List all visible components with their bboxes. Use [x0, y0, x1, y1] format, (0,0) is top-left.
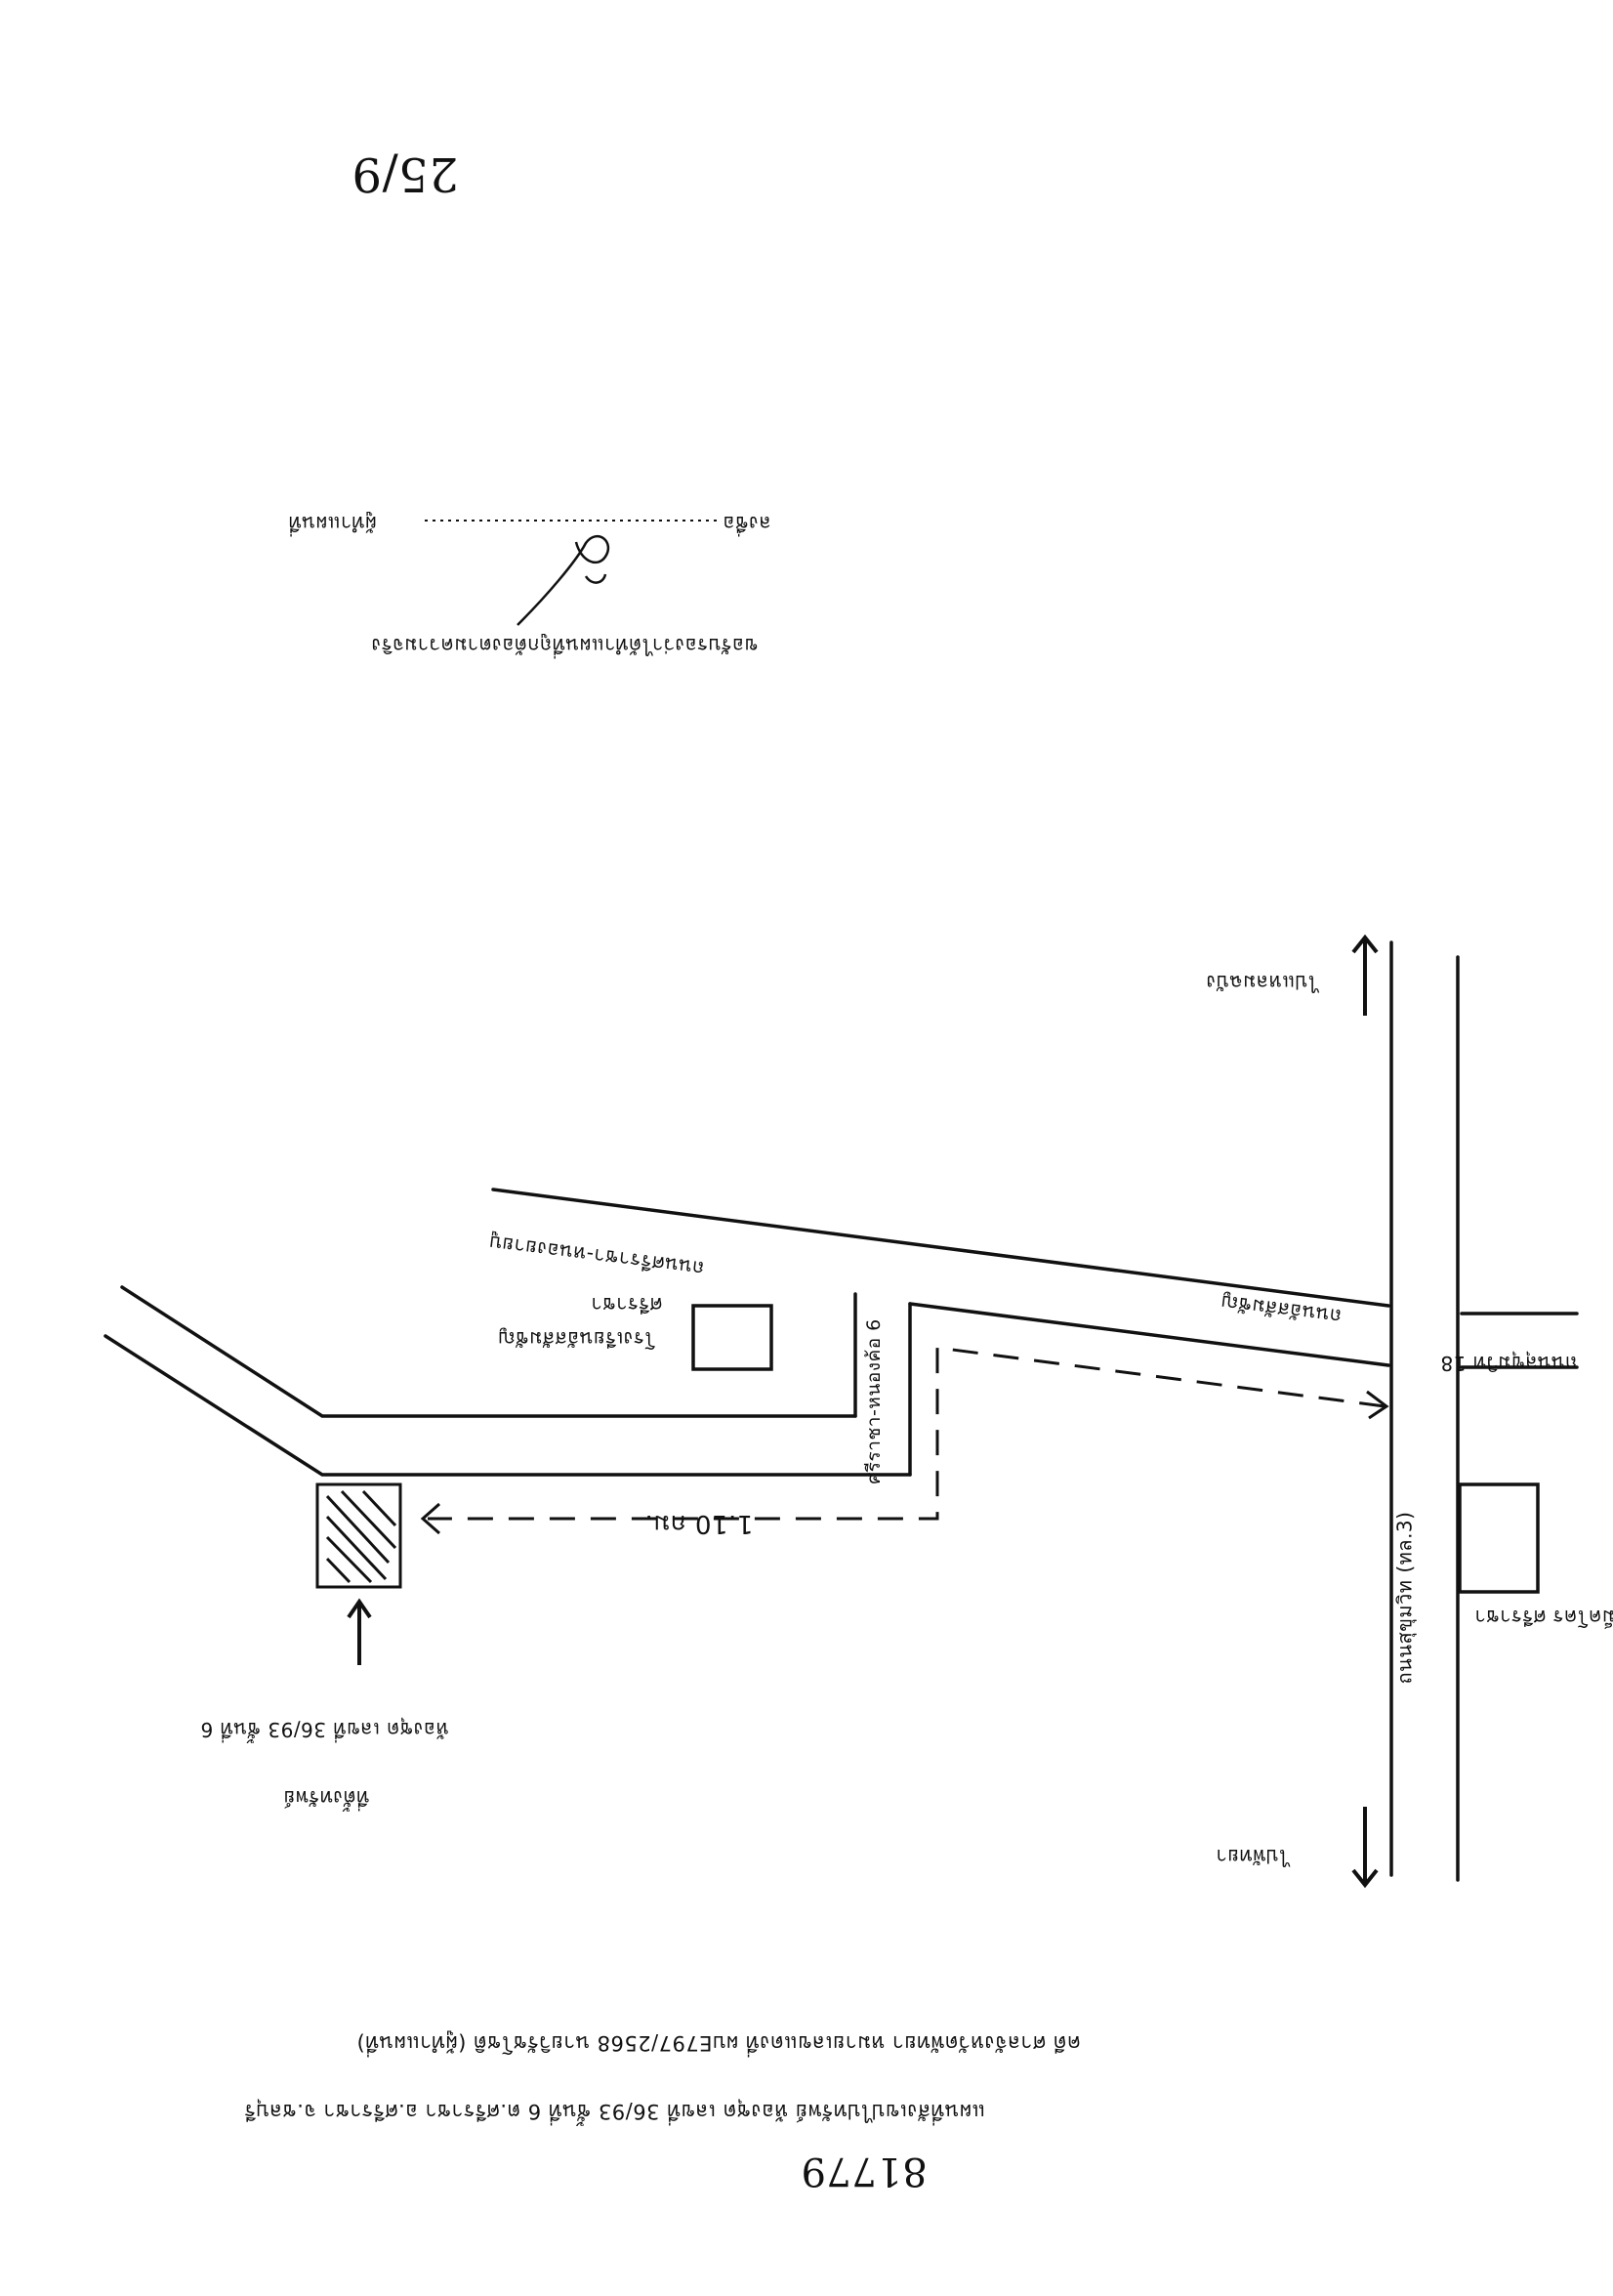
- doc-number-text: 81779: [801, 2149, 928, 2193]
- title-line-2-text: คดี ศาลจังหวัดพัทยา หมายเลขแดงที่ ผบE797…: [356, 2031, 1081, 2055]
- label-property-1: ห้องชุด เลขที่ 36/93 ชั้นที่ 6: [200, 1714, 449, 1745]
- label-market: แม็คโคร ศรีราชา: [1474, 1602, 1613, 1633]
- label-south-text: ไปพัทยา: [1216, 1845, 1290, 1868]
- hatch-line: [325, 1515, 388, 1581]
- label-north: ไปแหลมฉบัง: [1206, 967, 1318, 998]
- page-mark: 25/9: [352, 146, 459, 201]
- route-path: [428, 1346, 1386, 1521]
- access-road-top: [120, 1285, 857, 1418]
- label-road-18: ถนนสุขุมวิท 18: [1440, 1348, 1577, 1379]
- label-north-text: ไปแหลมฉบัง: [1206, 971, 1318, 994]
- arrow-north-head: [1351, 934, 1379, 954]
- label-market-text: แม็คโคร ศรีราชา: [1474, 1606, 1613, 1629]
- title-line-2: คดี ศาลจังหวัดพัทยา หมายเลขแดงที่ ผบE797…: [356, 2026, 1081, 2059]
- route-arrowhead-left: [420, 1502, 440, 1535]
- label-south: ไปพัทยา: [1216, 1841, 1289, 1872]
- label-property-1-text: ห้องชุด เลขที่ 36/93 ชั้นที่ 6: [200, 1718, 449, 1741]
- signature-label-role-text: ผู้ทำแผนที่: [288, 512, 377, 535]
- signature-label-role: ผู้ทำแผนที่: [288, 508, 377, 539]
- label-school: โรงเรียนอัสสัมชัญ: [498, 1323, 655, 1355]
- label-soi: ศรีราชา-หนองค้อ 6: [859, 1318, 889, 1484]
- title-line-1: แผนที่สังเขปไปทรัพย์ ห้องชุด เลขที่ 36/9…: [244, 2095, 985, 2127]
- signature-mark: [517, 535, 610, 626]
- property-box: [315, 1482, 402, 1589]
- label-main-road: ถนนสุขุมวิท (ทล.3): [1388, 1512, 1420, 1685]
- school-building: [691, 1304, 773, 1371]
- signature-certify-text: ขอรับรองว่าได้ทำแผนที่ถูกต้องตามความจริง: [371, 634, 759, 657]
- label-school-sub: ศรีราชา: [591, 1289, 662, 1320]
- route-arrowhead-right: [1366, 1390, 1389, 1420]
- title-line-1-text: แผนที่สังเขปไปทรัพย์ ห้องชุด เลขที่ 36/9…: [244, 2100, 985, 2123]
- market-building: [1458, 1482, 1540, 1594]
- page-mark-text: 25/9: [352, 146, 459, 201]
- label-property-2: ที่ตั้งทรัพย์: [283, 1782, 369, 1814]
- label-main-road-text: ถนนสุขุมวิท (ทล.3): [1392, 1511, 1417, 1685]
- arrow-south-head: [1351, 1868, 1379, 1889]
- label-distance: 1.10 กม.: [644, 1504, 753, 1544]
- label-property-2-text: ที่ตั้งทรัพย์: [283, 1786, 370, 1810]
- label-distance-text: 1.10 กม.: [644, 1509, 754, 1538]
- hatch-line: [325, 1557, 352, 1584]
- label-school-sub-text: ศรีราชา: [591, 1293, 663, 1316]
- signature-label-signer: ลงชื่อ: [723, 508, 771, 539]
- doc-number: 81779: [801, 2149, 928, 2193]
- hatch-line: [340, 1489, 397, 1550]
- sriracha-road-bottom-edge: [908, 1302, 1390, 1367]
- hatch-line: [361, 1489, 397, 1527]
- label-soi-text: ศรีราชา-หนองค้อ 6: [862, 1318, 885, 1484]
- hatch-line: [325, 1535, 373, 1584]
- hatch-line: [325, 1494, 391, 1565]
- signature-certify: ขอรับรองว่าได้ทำแผนที่ถูกต้องตามความจริง: [371, 630, 758, 661]
- sriracha-road-top-edge: [491, 1188, 1390, 1308]
- signature-label-signer-text: ลงชื่อ: [723, 512, 771, 535]
- label-road-18-text: ถนนสุขุมวิท 18: [1440, 1352, 1578, 1375]
- label-school-text: โรงเรียนอัสสัมชัญ: [498, 1327, 655, 1351]
- arrow-property-head: [347, 1598, 372, 1619]
- access-road-bottom: [103, 1334, 912, 1477]
